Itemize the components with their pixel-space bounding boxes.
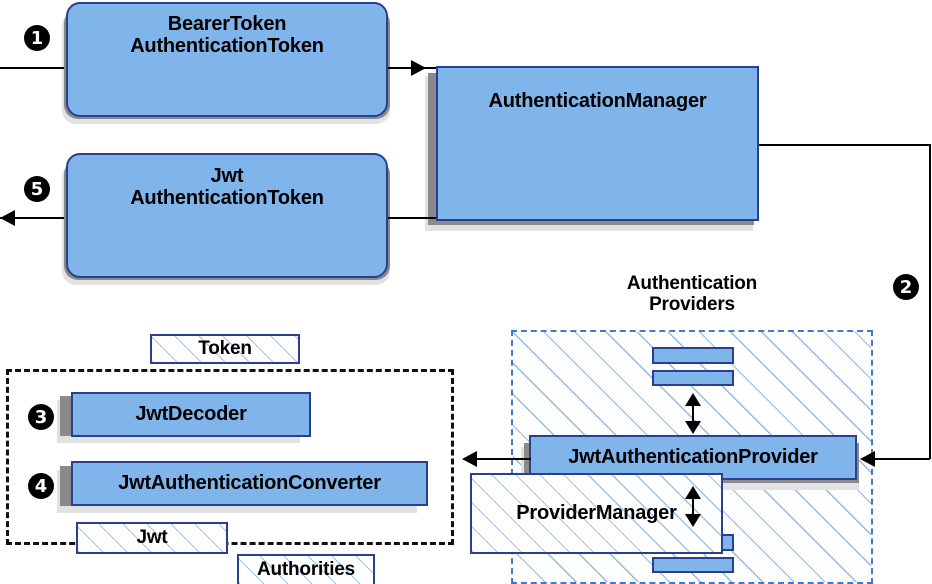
bearer-token-node[interactable] bbox=[66, 2, 388, 117]
arrow-left-icon-to-support bbox=[462, 451, 477, 467]
arrow-left-icon-to-provider bbox=[860, 451, 875, 467]
step-badge-5-label: 5 bbox=[30, 178, 44, 200]
authentication-providers-caption: Authentication Providers bbox=[561, 268, 823, 320]
authentication-manager-child-provider-manager[interactable]: ProviderManager bbox=[470, 473, 723, 554]
step-badge-2: 2 bbox=[893, 274, 919, 300]
arrow-down-icon-provider-top bbox=[685, 421, 701, 434]
providers-caption-line1: Authentication bbox=[626, 272, 758, 294]
authentication-manager-title-label: AuthenticationManager bbox=[488, 89, 707, 112]
jwt-token-title-line1: Jwt bbox=[210, 164, 244, 187]
connector-rail-to-provider bbox=[873, 458, 930, 460]
connector-manager-to-jwt-token bbox=[388, 217, 436, 219]
jwt-support-container bbox=[6, 369, 454, 545]
step-badge-4: 4 bbox=[28, 473, 54, 499]
jwt-decoder-label: JwtDecoder bbox=[135, 403, 247, 426]
bearer-token-child-token-label: Token bbox=[198, 338, 252, 360]
jwt-token-title-line2: AuthenticationToken bbox=[130, 187, 324, 209]
jwt-token-child-authorities[interactable]: Authorities bbox=[237, 554, 375, 584]
connector-request-in bbox=[0, 67, 64, 69]
step-badge-3: 3 bbox=[28, 404, 54, 430]
bearer-token-title-line2: AuthenticationToken bbox=[130, 35, 324, 57]
providers-caption-line2: Providers bbox=[649, 294, 735, 315]
arrow-down-icon-provider-bottom bbox=[685, 514, 701, 527]
jwt-decoder-node[interactable]: JwtDecoder bbox=[71, 392, 311, 437]
arrow-up-icon-provider bbox=[685, 393, 701, 406]
provider-placeholder-bar-top-1 bbox=[652, 347, 734, 364]
jwt-token-child-authorities-label: Authorities bbox=[256, 559, 356, 581]
step-badge-2-label: 2 bbox=[899, 276, 913, 298]
jwt-token-title: Jwt AuthenticationToken bbox=[70, 158, 384, 216]
connector-manager-right-out bbox=[759, 144, 930, 146]
connector-provider-down bbox=[692, 489, 694, 525]
step-badge-3-label: 3 bbox=[34, 406, 48, 428]
step-badge-4-label: 4 bbox=[34, 475, 48, 497]
connector-provider-up bbox=[692, 396, 694, 432]
jwt-authentication-provider-label: JwtAuthenticationProvider bbox=[568, 446, 818, 469]
step-badge-1-label: 1 bbox=[30, 27, 44, 49]
arrow-up-icon-provider-bottom bbox=[685, 486, 701, 499]
jwt-authentication-converter-label: JwtAuthenticationConverter bbox=[118, 472, 381, 495]
jwt-token-child-jwt-label: Jwt bbox=[136, 527, 168, 549]
provider-manager-label: ProviderManager bbox=[516, 502, 677, 525]
bearer-token-child-token[interactable]: Token bbox=[150, 334, 300, 364]
authentication-manager-node[interactable] bbox=[436, 66, 759, 221]
arrow-left-icon-result-out bbox=[0, 210, 15, 226]
arrow-right-icon-to-manager bbox=[411, 60, 426, 76]
jwt-token-child-jwt[interactable]: Jwt bbox=[76, 522, 228, 554]
jwt-authentication-converter-node[interactable]: JwtAuthenticationConverter bbox=[71, 461, 428, 506]
connector-provider-to-support bbox=[475, 458, 531, 460]
bearer-token-title-line1: BearerToken bbox=[167, 12, 287, 35]
provider-placeholder-bar-bottom-2 bbox=[652, 557, 734, 573]
connector-right-rail bbox=[929, 144, 931, 459]
bearer-token-title: BearerToken AuthenticationToken bbox=[70, 6, 384, 64]
authentication-manager-title: AuthenticationManager bbox=[440, 85, 755, 117]
jwt-authentication-token-node[interactable] bbox=[66, 153, 388, 278]
step-badge-5: 5 bbox=[24, 176, 50, 202]
step-badge-1: 1 bbox=[24, 25, 50, 51]
provider-placeholder-bar-top-2 bbox=[652, 370, 734, 386]
connector-result-out bbox=[0, 217, 64, 219]
